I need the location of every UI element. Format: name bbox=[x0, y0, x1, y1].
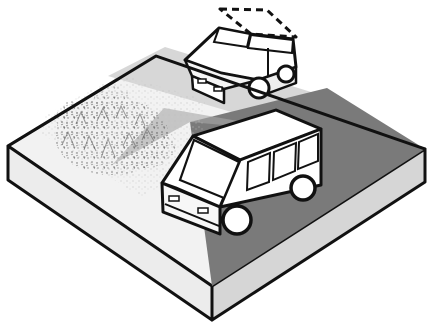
front-van-headlight-left bbox=[169, 196, 179, 201]
back-sedan-headlight-right bbox=[214, 87, 222, 91]
front-van-wheel-front bbox=[223, 206, 251, 234]
back-sedan-headlight-left bbox=[198, 79, 206, 83]
front-van-wheel-rear bbox=[291, 176, 315, 200]
back-sedan-wheel-rear bbox=[278, 66, 294, 82]
front-van-headlight-right bbox=[198, 208, 208, 213]
